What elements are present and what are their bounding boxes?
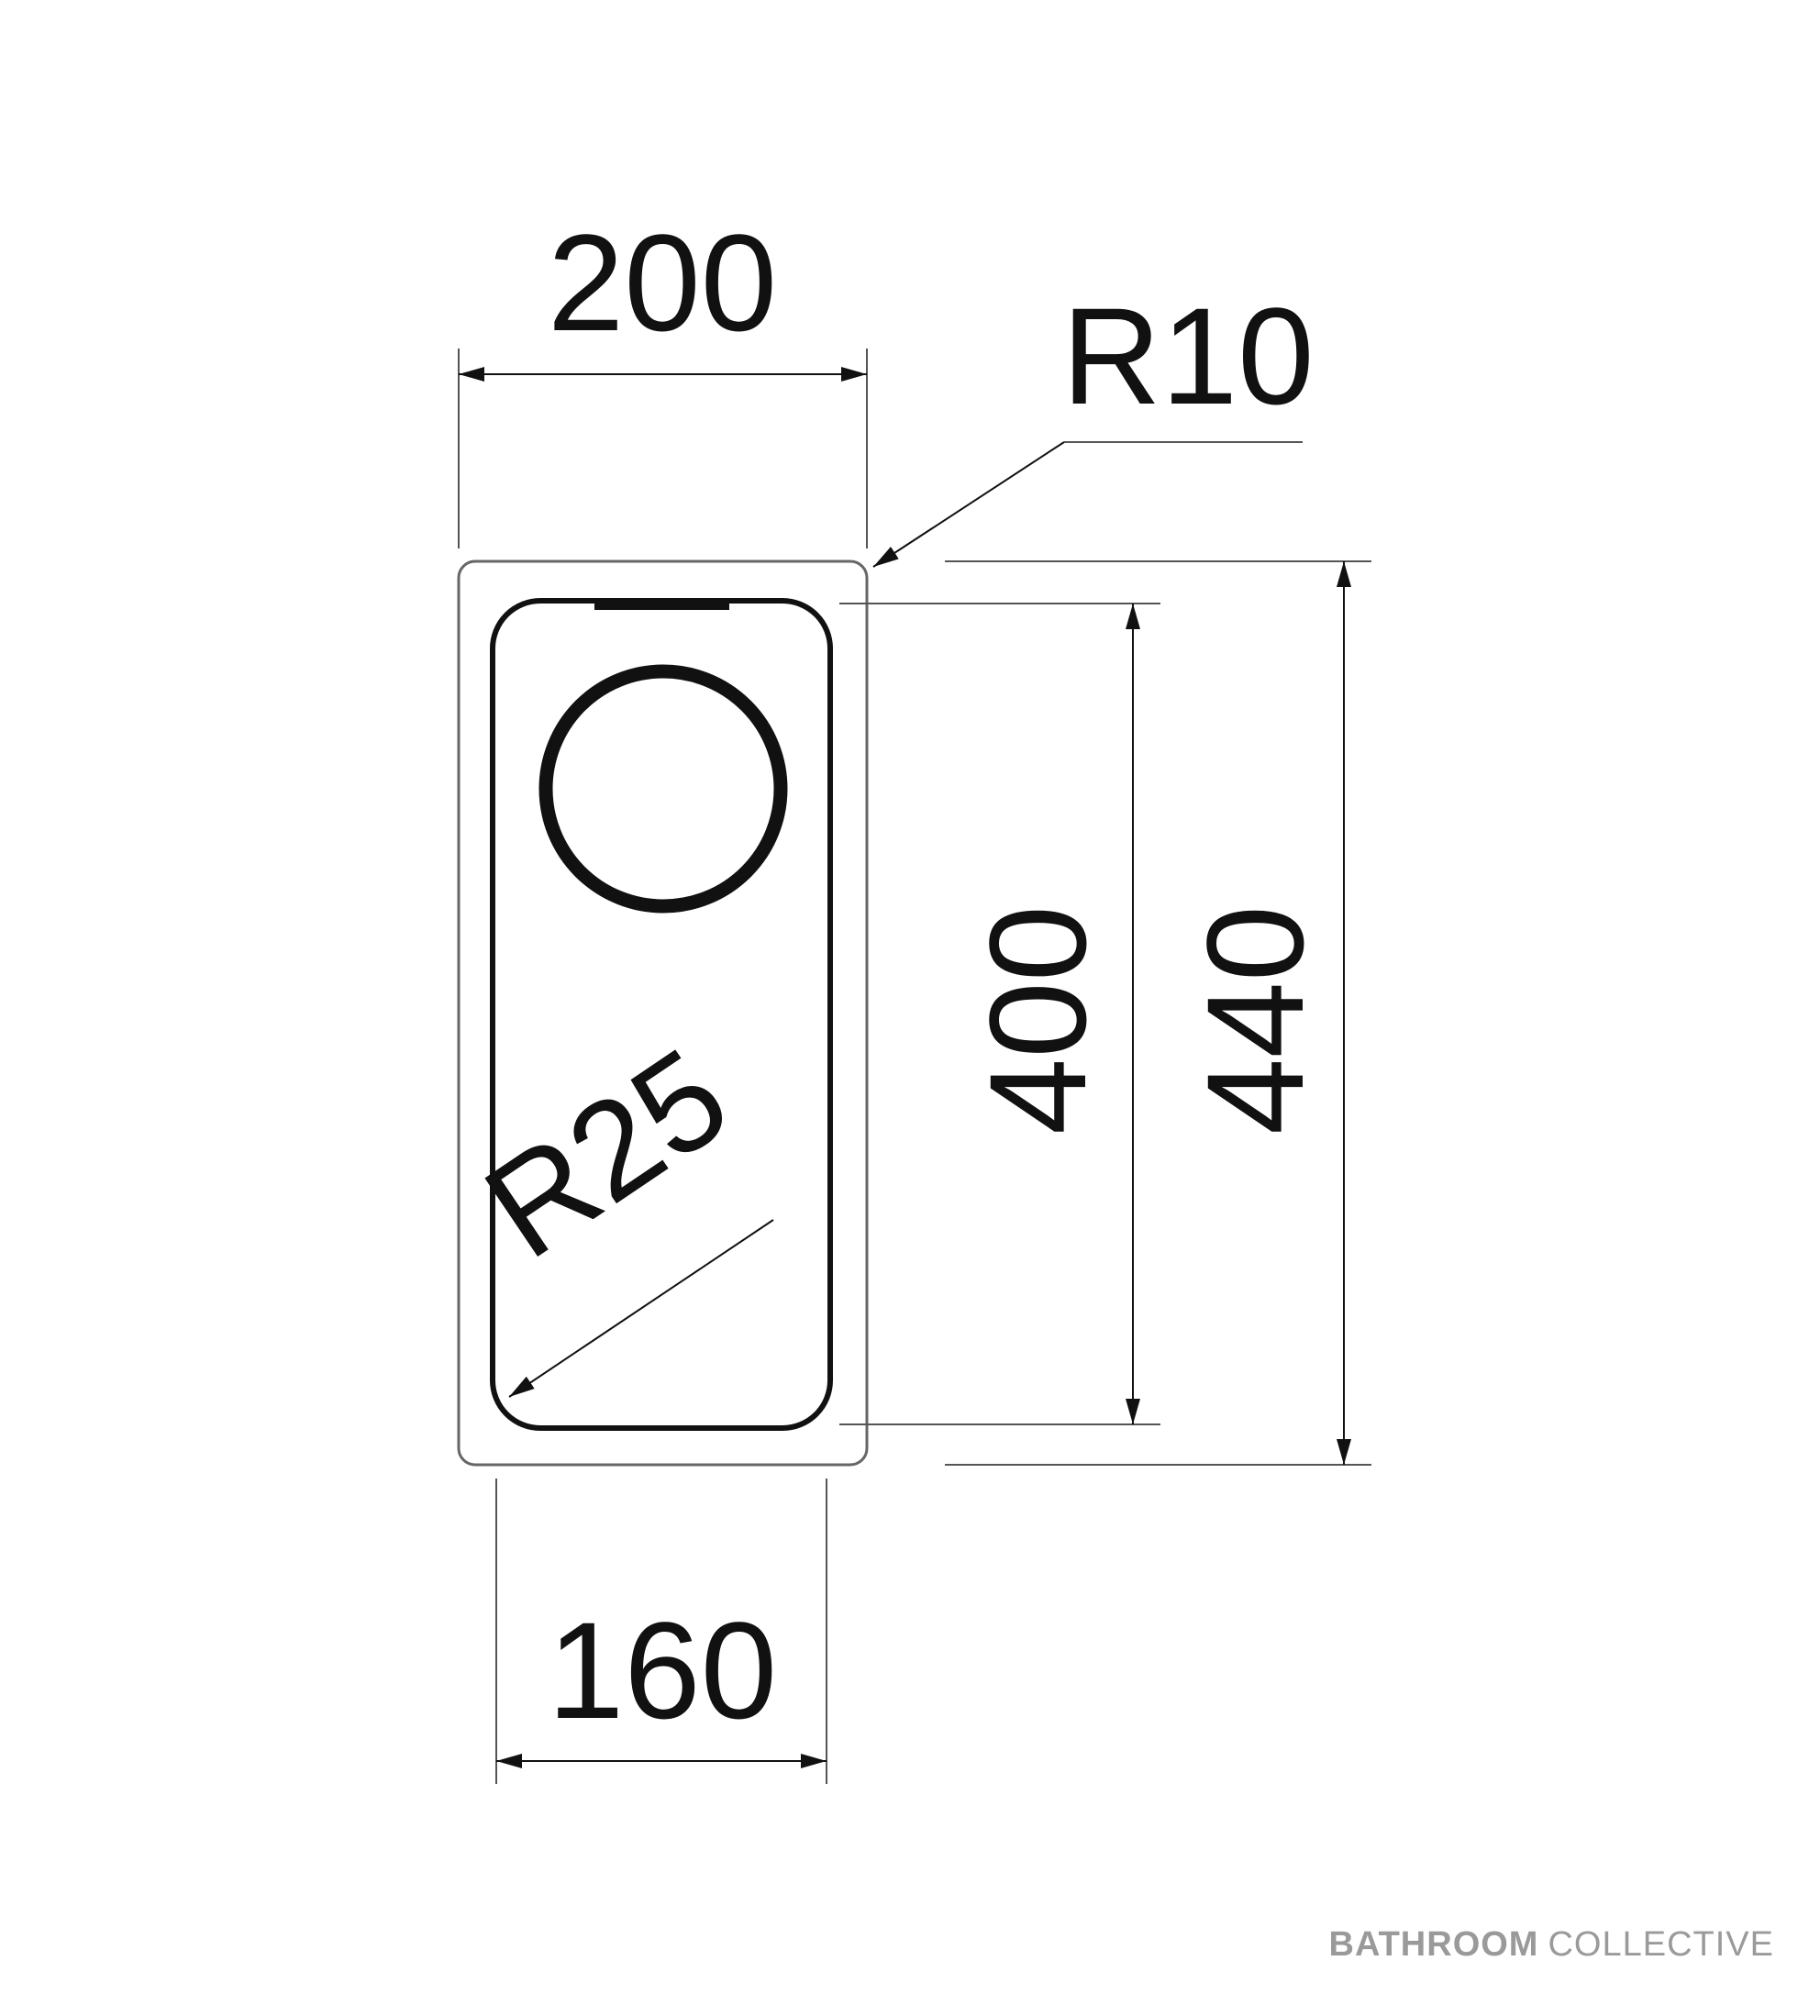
- inner-bowl-outline: [490, 598, 833, 1431]
- outer-height-label: 440: [1178, 905, 1332, 1135]
- inner-width-label: 160: [548, 1593, 777, 1747]
- brand-part2: COLLECTIVE: [1548, 1925, 1774, 1964]
- drain-circle: [538, 664, 788, 914]
- outer-width-label: 200: [548, 205, 777, 360]
- brand-part1: BATHROOM: [1328, 1925, 1539, 1964]
- outer-radius-label: R10: [1061, 279, 1314, 433]
- r25-leader-diagonal: [508, 1219, 774, 1398]
- r10-leader-diagonal: [872, 441, 1065, 568]
- outer-outline: [457, 559, 869, 1467]
- inner-radius-label: R25: [459, 1018, 754, 1287]
- inner-height-label: 400: [960, 905, 1115, 1135]
